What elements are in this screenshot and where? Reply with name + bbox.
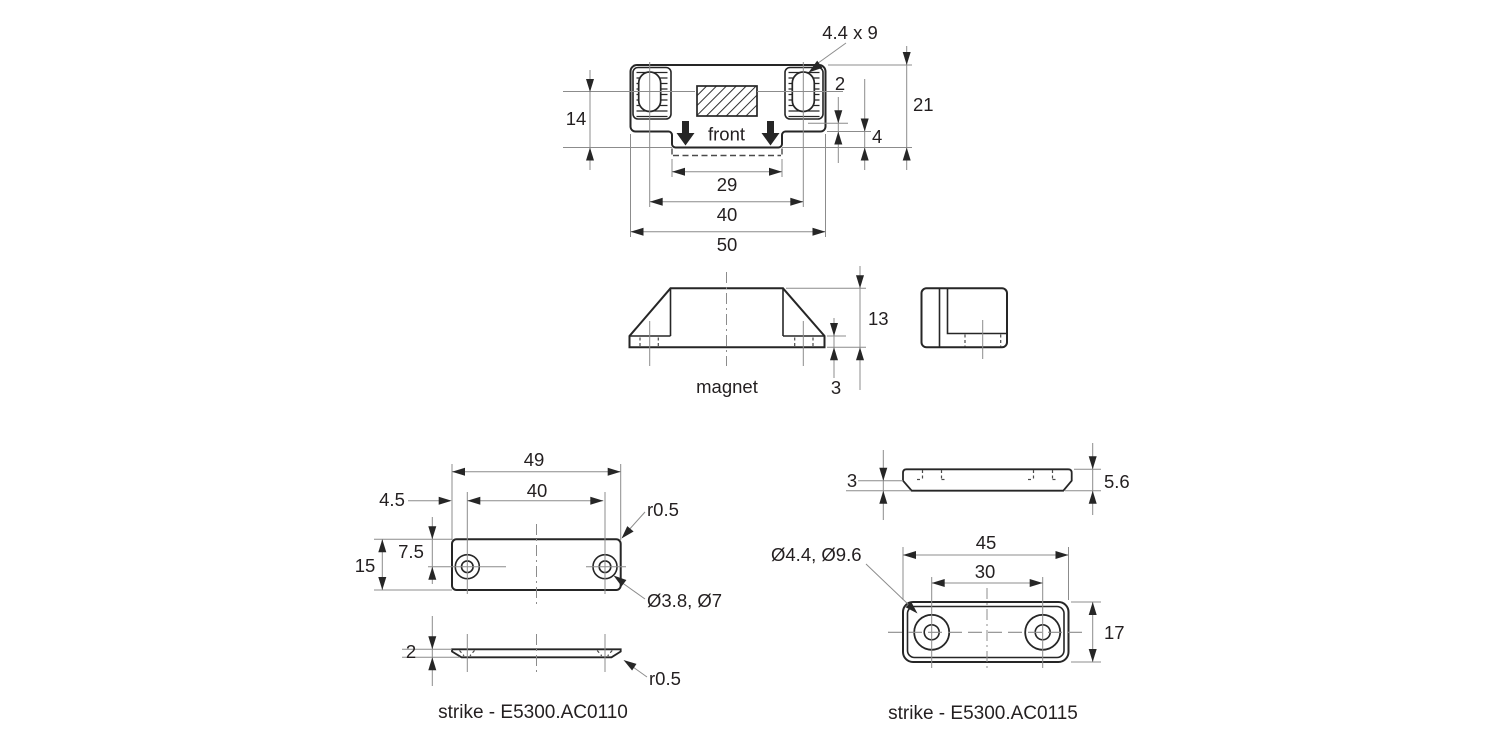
strike0115-centerlines [888, 547, 1101, 672]
strike0110-title: strike - E5300.AC0110 [438, 702, 628, 723]
svg-text:50: 50 [717, 234, 738, 255]
svg-text:2: 2 [835, 73, 845, 94]
strike0115-title: strike - E5300.AC0115 [888, 703, 1078, 724]
svg-text:14: 14 [566, 108, 587, 129]
dim-strike0115-base-thickness: 3 [847, 450, 888, 520]
dim-strike0110-thickness: 2 [406, 616, 437, 686]
dim-tab-width: 29 [672, 167, 782, 195]
dim-strike0110-hole-offset: 7.5 [398, 517, 437, 584]
svg-text:r0.5: r0.5 [647, 499, 679, 520]
dim-strike0115-thickness: 5.6 [1088, 443, 1130, 515]
svg-text:29: 29 [717, 174, 738, 195]
magnet-side-view: 13 3 magnet [628, 266, 1008, 398]
magnet-hidden-holes [639, 337, 814, 347]
extension-lines [563, 62, 912, 237]
front-label: front [708, 124, 745, 145]
svg-text:17: 17 [1104, 622, 1125, 643]
note-strike0110-corner-radius: r0.5 [621, 499, 679, 539]
svg-text:7.5: 7.5 [398, 541, 424, 562]
svg-text:49: 49 [524, 449, 545, 470]
strike0110-centerlines [374, 464, 626, 606]
svg-text:Ø4.4, Ø9.6: Ø4.4, Ø9.6 [771, 544, 862, 565]
down-arrow-icon [761, 121, 780, 146]
svg-text:3: 3 [831, 377, 841, 398]
dim-strike0115-height: 17 [1088, 602, 1125, 662]
note-strike0110-hole-dia: Ø3.8, Ø7 [613, 575, 722, 611]
dim-step: 4 [860, 79, 882, 170]
dim-recess: 2 [834, 73, 845, 163]
svg-text:3: 3 [847, 470, 857, 491]
dim-height: 21 [902, 46, 934, 170]
strike0115-countersink-hidden [917, 470, 1058, 481]
svg-text:5.6: 5.6 [1104, 471, 1130, 492]
svg-text:Ø3.8, Ø7: Ø3.8, Ø7 [647, 590, 722, 611]
note-strike0110-edge-radius: r0.5 [623, 660, 681, 689]
hidden-edge-lines [671, 148, 783, 157]
right-slot-pocket [784, 66, 824, 120]
svg-text:40: 40 [527, 480, 548, 501]
strike0110-side-centerlines [402, 634, 606, 672]
strike0115-side-view [902, 468, 1073, 492]
magnet-centerlines [649, 272, 866, 366]
strike0110-side-view [451, 648, 622, 659]
svg-text:2: 2 [406, 641, 416, 662]
svg-text:40: 40 [717, 204, 738, 225]
strike-ac0110-view: 49 40 4.5 r0.5 15 7.5 [355, 449, 722, 723]
svg-text:r0.5: r0.5 [649, 668, 681, 689]
dim-magnet-height: 13 [856, 266, 889, 390]
dim-strike0110-height: 15 [355, 539, 387, 590]
svg-text:45: 45 [976, 532, 997, 553]
svg-text:21: 21 [913, 94, 934, 115]
svg-text:4.4 x 9: 4.4 x 9 [822, 22, 878, 43]
left-slot-pocket [632, 66, 672, 120]
dim-strike0115-width: 45 [903, 532, 1069, 559]
dim-strike0110-width: 49 [452, 449, 621, 476]
dim-strike0110-hole-spacing: 40 [467, 480, 604, 505]
dim-strike0110-edge-offset: 4.5 [379, 489, 452, 510]
dim-magnet-base: 3 [830, 318, 841, 398]
magnet-window-hatched [696, 85, 758, 117]
strike-ac0115-view: 3 5.6 45 [771, 443, 1130, 724]
svg-text:4: 4 [872, 126, 882, 147]
svg-text:13: 13 [868, 308, 889, 329]
dim-slot-center: 14 [566, 70, 594, 170]
magnet-end-view [920, 287, 1008, 349]
end-view-step-edge [946, 288, 1007, 335]
dim-width: 50 [630, 227, 826, 255]
note-strike0115-hole-dia: Ø4.4, Ø9.6 [771, 544, 918, 614]
dim-strike0115-hole-spacing: 30 [931, 561, 1043, 587]
svg-text:15: 15 [355, 555, 376, 576]
down-arrow-icon [676, 121, 695, 146]
magnet-label: magnet [696, 376, 758, 397]
svg-text:30: 30 [975, 561, 996, 582]
strike0110-countersink-hidden [459, 650, 613, 657]
svg-text:4.5: 4.5 [379, 489, 405, 510]
dim-slot-spacing: 40 [649, 197, 804, 225]
catch-front-view: front 14 [563, 22, 934, 255]
slot-size-note: 4.4 x 9 [808, 22, 878, 73]
strike0115-plate-inner [906, 605, 1065, 659]
strike0115-side-extlines [846, 468, 1101, 492]
